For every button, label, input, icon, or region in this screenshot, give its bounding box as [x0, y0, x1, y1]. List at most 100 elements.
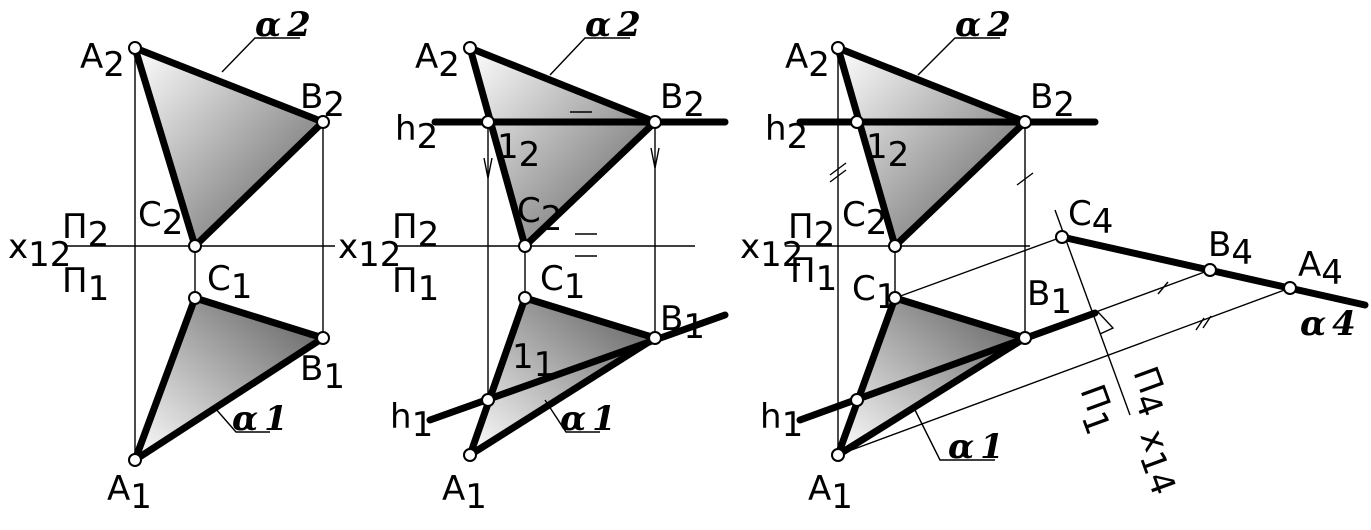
ray-c	[894, 236, 1063, 299]
label-b2: B2	[1030, 77, 1075, 125]
edge-a2c2	[131, 44, 199, 250]
label-h2: h2	[765, 109, 808, 157]
edge-a1b1	[834, 334, 1029, 459]
label-a2: A2	[80, 37, 125, 85]
point-a4	[1283, 281, 1297, 295]
arrow-down-b	[650, 147, 660, 169]
label-h1: h1	[760, 397, 803, 445]
edge-b2c2	[521, 118, 659, 250]
point-11	[850, 393, 864, 407]
arrow-down-1	[483, 157, 493, 179]
edge-a1c1	[131, 294, 199, 464]
edge-a2c2	[466, 44, 529, 250]
label-b4: B4	[1208, 225, 1253, 273]
point-a1	[831, 448, 845, 462]
label-b1: B1	[300, 349, 345, 397]
label-pi1: Π1	[392, 261, 439, 309]
point-c2	[188, 239, 202, 253]
label-11: 11	[512, 337, 555, 385]
edge-c1b1	[891, 294, 1029, 342]
label-pi4: Π4	[1117, 361, 1178, 422]
alpha2-leader	[221, 37, 300, 73]
tick-mark	[829, 169, 847, 183]
label-x12-right: x12	[338, 227, 401, 275]
label-b2: B2	[660, 77, 705, 125]
point-a2	[128, 41, 142, 55]
point-b1	[316, 331, 330, 345]
label-b1: B1	[660, 299, 705, 347]
triangle-front-projection	[470, 48, 655, 246]
edge-c1b1	[521, 294, 659, 342]
alpha2-leader	[917, 37, 1000, 76]
point-b1	[648, 331, 662, 345]
alpha1-leader	[914, 409, 995, 461]
label-pi1-rotated: Π1	[1064, 379, 1125, 440]
point-a2	[831, 41, 845, 55]
point-c2	[518, 239, 532, 253]
point-b4	[1203, 263, 1217, 277]
label-a4: A4	[1298, 245, 1343, 293]
tick-mark	[829, 162, 847, 176]
point-12	[481, 115, 495, 129]
point-c4	[1055, 230, 1069, 244]
edge-c1b1	[191, 294, 327, 342]
label-x12: x12	[740, 227, 803, 275]
label-h1: h1	[390, 397, 433, 445]
point-b2	[648, 115, 662, 129]
edge-a1b1	[131, 334, 327, 464]
point-b2	[316, 115, 330, 129]
edge-a2b2	[834, 44, 1029, 126]
label-a1: A1	[442, 469, 487, 517]
label-h2: h2	[395, 109, 438, 157]
label-pi1: Π1	[790, 251, 837, 299]
point-c1	[188, 291, 202, 305]
point-c1	[888, 291, 902, 305]
alpha1-leader	[214, 407, 270, 433]
tick-mark	[1157, 281, 1169, 295]
label-a1: A1	[808, 469, 853, 517]
label-pi2: Π2	[392, 207, 439, 255]
point-c2	[888, 239, 902, 253]
triangle-top-projection	[838, 298, 1025, 455]
label-b1: B1	[1027, 274, 1072, 322]
edge-a2b2	[466, 44, 659, 126]
tick-mark	[1202, 315, 1212, 329]
point-a1	[463, 448, 477, 462]
label-pi2: Π2	[788, 207, 835, 255]
edge-b2c2	[891, 118, 1029, 250]
point-a1	[128, 453, 142, 467]
label-c2: C2	[138, 195, 183, 243]
label-12: 12	[497, 127, 540, 175]
point-11	[481, 393, 495, 407]
edge-a1c1	[834, 294, 899, 459]
alpha1-leader	[544, 399, 600, 433]
point-a2	[463, 41, 477, 55]
label-x12-left: x12	[8, 227, 71, 275]
label-pi2: Π2	[62, 207, 109, 255]
edge-a1c1	[466, 294, 529, 459]
label-b2: B2	[300, 77, 345, 125]
label-a2: A2	[785, 37, 830, 85]
point-b2	[1018, 115, 1032, 129]
triangle-front-projection	[838, 48, 1025, 246]
point-12	[850, 115, 864, 129]
label-a1: A1	[107, 469, 152, 517]
label-12: 12	[866, 127, 909, 175]
tick-mark	[1016, 172, 1034, 186]
tick-mark	[1195, 317, 1205, 331]
right-angle-mark	[1097, 311, 1115, 335]
edge-a1b1	[466, 334, 659, 459]
label-c2: C2	[842, 195, 887, 243]
label-c1: C1	[207, 259, 252, 307]
